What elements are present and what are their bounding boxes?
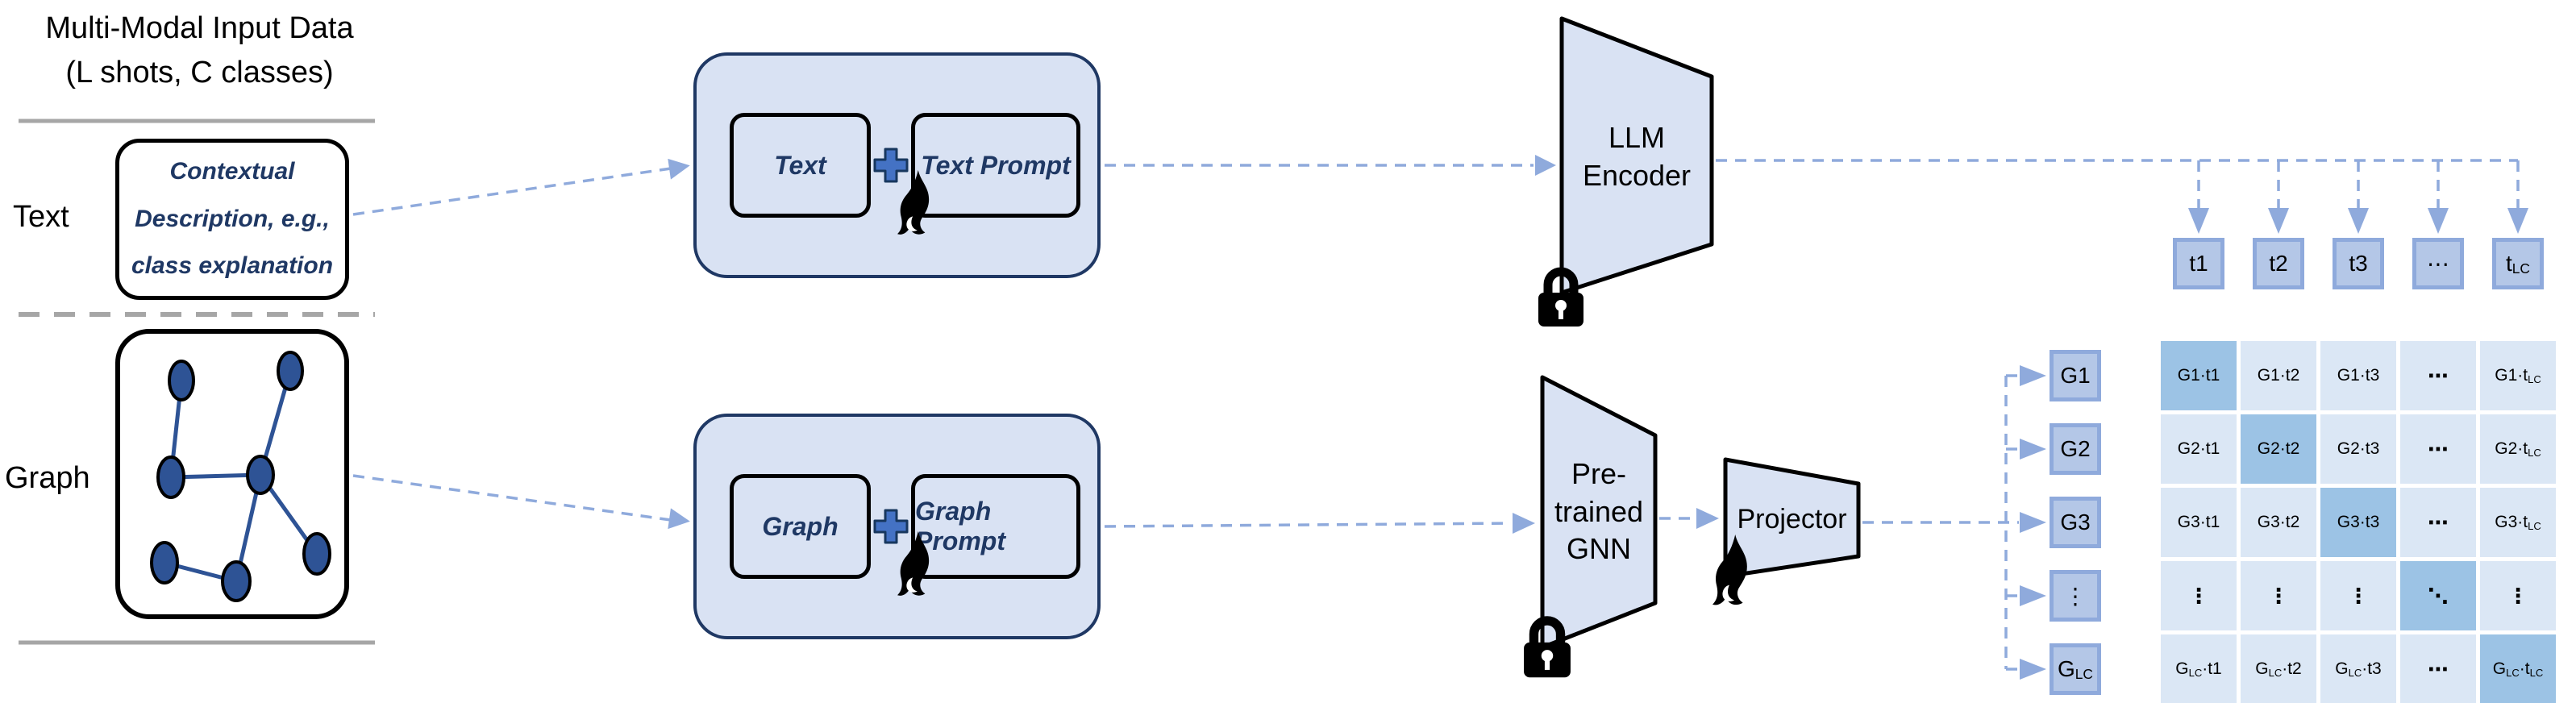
contextual-line: Contextual <box>169 158 295 185</box>
graph-input-chip: Graph <box>730 474 871 579</box>
projector-shape <box>1723 457 1861 579</box>
text-embedding-box: t3 <box>2333 238 2384 289</box>
similarity-cell: G2·t3 <box>2320 414 2396 484</box>
similarity-cell: G1·t1 <box>2161 341 2237 410</box>
graph-row-label: Graph <box>5 461 90 495</box>
graph-embedding-box: G1 <box>2050 350 2101 401</box>
flame-icon <box>1712 535 1750 610</box>
graph-node <box>246 455 275 495</box>
similarity-cell: ⋯ <box>2400 414 2476 484</box>
graph-node <box>302 532 331 576</box>
lock-icon <box>1522 614 1572 679</box>
graph-node <box>277 351 304 391</box>
similarity-cell: G3·t1 <box>2161 488 2237 557</box>
lock-icon <box>1537 266 1585 327</box>
text-row-label: Text <box>13 200 69 234</box>
llm-encoder-label: LLM Encoder <box>1582 121 1692 192</box>
similarity-cell: ⋮ <box>2480 561 2556 630</box>
similarity-cell: G2·t1 <box>2161 414 2237 484</box>
similarity-cell: ⋯ <box>2400 488 2476 557</box>
similarity-cell: G3·t3 <box>2320 488 2396 557</box>
text-embedding-box: t1 <box>2173 238 2224 289</box>
similarity-cell: ⋯ <box>2400 634 2476 703</box>
text-embedding-box: t2 <box>2253 238 2304 289</box>
contextual-line: Description, e.g., <box>135 205 330 232</box>
llm-encoder-shape <box>1559 16 1714 295</box>
arrowheads <box>668 155 2528 680</box>
title-line-1: Multi-Modal Input Data <box>45 11 354 45</box>
text-prompt-chip: Text Prompt <box>911 113 1080 218</box>
diagram-title: Multi-Modal Input Data (L shots, C class… <box>16 6 383 95</box>
flame-icon <box>897 530 931 601</box>
graph-node <box>150 541 179 584</box>
similarity-cell: ⋯ <box>2400 341 2476 410</box>
dashed-arrows <box>352 159 2520 671</box>
graph-input-box <box>115 329 349 619</box>
similarity-cell: ⋮ <box>2320 561 2396 630</box>
similarity-cell: G1·t2 <box>2241 341 2316 410</box>
graph-prompt-chip-label: Graph Prompt <box>915 497 1005 555</box>
contextual-description-box: Contextual Description, e.g., class expl… <box>115 139 349 300</box>
plus-icon <box>873 509 909 544</box>
graph-node <box>168 360 195 401</box>
similarity-cell: ⋮ <box>2241 561 2316 630</box>
similarity-cell: G3·t2 <box>2241 488 2316 557</box>
graph-embedding-box: G2 <box>2050 423 2101 475</box>
projector-label: Projector <box>1737 503 1847 535</box>
text-input-chip-label: Text <box>774 150 826 180</box>
similarity-cell: G1·t3 <box>2320 341 2396 410</box>
title-line-2: (L shots, C classes) <box>65 56 334 90</box>
text-input-chip: Text <box>730 113 871 218</box>
graph-input-chip-label: Graph <box>762 511 839 541</box>
gnn-encoder-label: Pre- trained GNN <box>1554 456 1644 566</box>
contextual-line: class explanation <box>131 252 334 280</box>
graph-illustration <box>150 351 331 602</box>
graph-embedding-box: G3 <box>2050 497 2101 548</box>
text-prompt-chip-label: Text Prompt <box>921 150 1071 180</box>
text-embedding-box: ⋯ <box>2412 238 2464 289</box>
graph-prompt-chip: Graph Prompt <box>911 474 1080 579</box>
similarity-cell: ⋮ <box>2161 561 2237 630</box>
similarity-cell: ⋱ <box>2400 561 2476 630</box>
graph-node <box>221 560 252 602</box>
plus-icon <box>873 148 909 183</box>
graph-node <box>156 455 185 499</box>
gnn-encoder-shape <box>1540 375 1658 650</box>
graph-embedding-box: ⋮ <box>2050 570 2101 622</box>
similarity-cell: G2·t2 <box>2241 414 2316 484</box>
flame-icon <box>897 169 931 240</box>
